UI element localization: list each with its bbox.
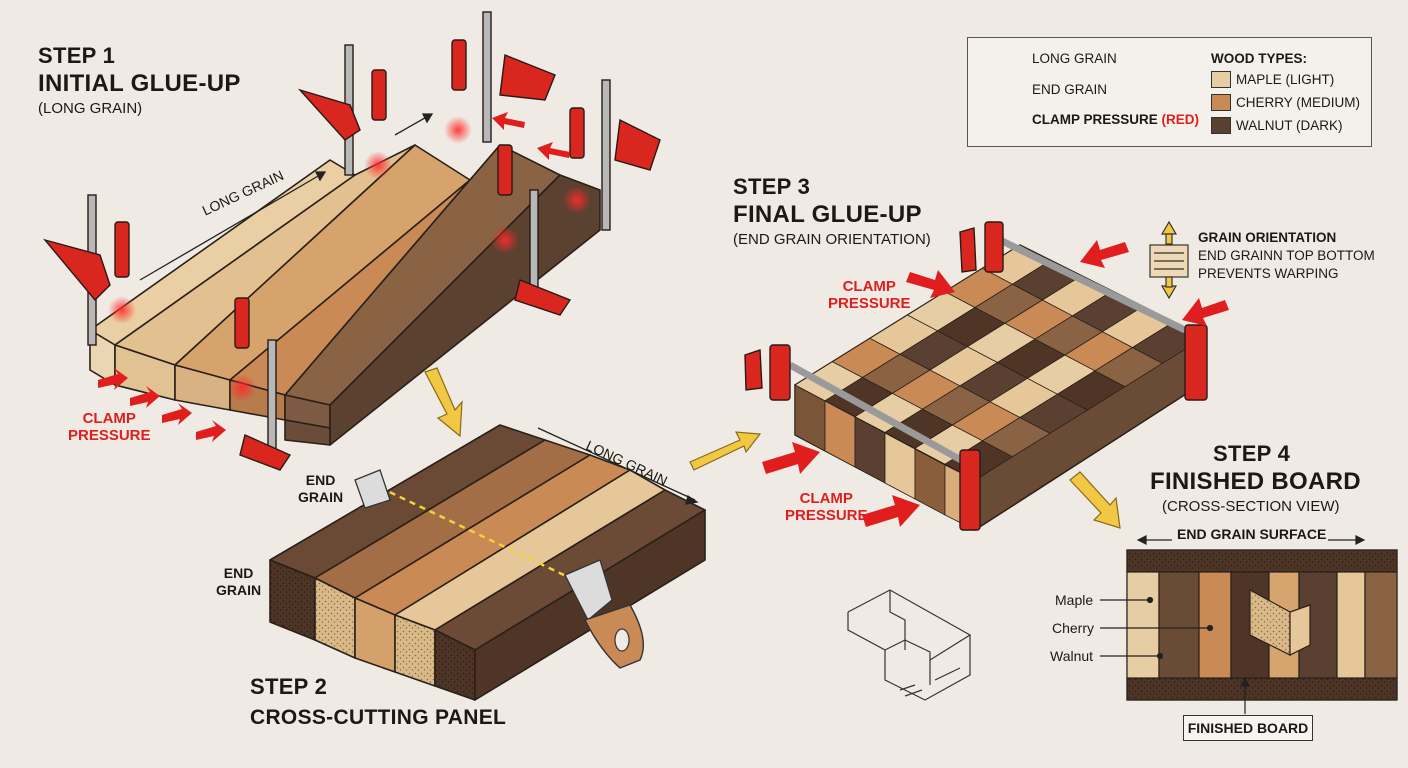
- step4-heading: FINISHED BOARD: [1150, 468, 1361, 495]
- legend-clamp-pressure-text: CLAMP PRESSURE: [1032, 112, 1158, 127]
- clamp-icon: [43, 194, 136, 346]
- pressure-arrow-icon: [98, 112, 570, 442]
- legend-walnut: WALNUT (DARK): [1236, 118, 1343, 133]
- clamp-icon: [744, 221, 1208, 531]
- step2-title: STEP 2: [250, 674, 328, 699]
- legend-clamp-pressure: CLAMP PRESSURE (RED): [1032, 112, 1199, 127]
- legend: LONG GRAIN END GRAIN CLAMP PRESSURE (RED…: [967, 37, 1372, 147]
- grain-orientation-line1: END GRAINN TOP BOTTOM: [1198, 248, 1375, 263]
- joint-sketch-icon: [847, 589, 972, 701]
- pressure-arrow-icon: [762, 240, 1229, 527]
- step3-heading: FINAL GLUE-UP: [733, 201, 922, 228]
- grain-orientation-line2: PREVENTS WARPING: [1198, 266, 1339, 281]
- end-grain-surface-label: END GRAIN SURFACE: [1177, 526, 1327, 542]
- step3-pressure-top: CLAMP PRESSURE: [828, 278, 911, 313]
- step1-title: STEP 1: [38, 43, 116, 68]
- grain-orientation-title: GRAIN ORIENTATION: [1198, 230, 1337, 245]
- step1-sub: (LONG GRAIN): [38, 100, 143, 117]
- maple-swatch: [1211, 71, 1231, 88]
- wood-label-walnut: Walnut: [1050, 648, 1094, 664]
- clamp-icon: [297, 44, 392, 179]
- clamp-icon: [491, 144, 572, 316]
- step3-pressure-bottom: CLAMP PRESSURE: [785, 490, 868, 525]
- wood-label-cherry: Cherry: [1052, 620, 1095, 636]
- step4-sub: (CROSS-SECTION VIEW): [1162, 498, 1340, 515]
- clamp-icon: [444, 11, 556, 144]
- legend-clamp-pressure-note: (RED): [1161, 112, 1200, 127]
- step1-heading: INITIAL GLUE-UP: [38, 70, 241, 97]
- step4-title: STEP 4: [1213, 441, 1291, 466]
- wood-label-maple: Maple: [1055, 592, 1094, 608]
- surface-arrows: [1100, 535, 1366, 714]
- legend-maple: MAPLE (LIGHT): [1236, 72, 1335, 87]
- step3-side-stripes: [794, 384, 976, 531]
- grain-arrow-icon: [537, 427, 699, 505]
- legend-long-grain: LONG GRAIN: [1032, 51, 1117, 66]
- grain-block-icon: [1149, 220, 1189, 300]
- saw-icon: [354, 469, 644, 669]
- flow-arrow-icon: [424, 367, 1121, 529]
- finished-board-badge: FINISHED BOARD: [1183, 715, 1313, 741]
- step1-pressure-label: CLAMP PRESSURE: [68, 410, 151, 445]
- clamp-icon: [563, 79, 661, 231]
- step2-heading: CROSS-CUTTING PANEL: [250, 706, 507, 729]
- legend-end-grain: END GRAIN: [1032, 82, 1108, 97]
- step2-end-grain-top: END GRAIN: [298, 472, 344, 505]
- step3-sub: (END GRAIN ORIENTATION): [733, 231, 931, 248]
- clamp-icon: [228, 297, 292, 471]
- step3-title: STEP 3: [733, 174, 811, 199]
- cherry-swatch: [1211, 94, 1231, 111]
- end-grain-checker: [794, 244, 1201, 481]
- step2-end-grain-side: END GRAIN: [216, 565, 262, 598]
- walnut-swatch: [1211, 117, 1231, 134]
- legend-wood-types-title: WOOD TYPES:: [1211, 51, 1308, 66]
- step4-panel: [1126, 549, 1398, 701]
- grain-arrow-icon: [139, 113, 434, 281]
- legend-cherry: CHERRY (MEDIUM): [1236, 95, 1361, 110]
